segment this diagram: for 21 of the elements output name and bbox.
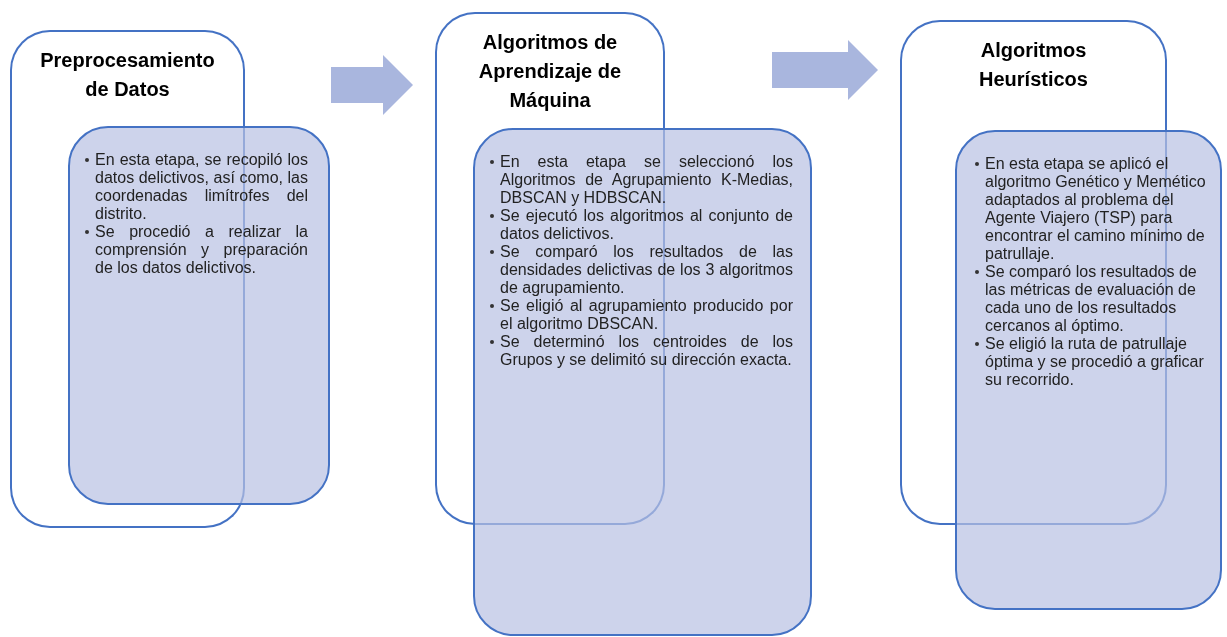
description-box xyxy=(473,128,812,636)
bullet-text: En esta etapa, se recopiló los datos delictivos, así como, las coordenadas limítrofes del distrito. xyxy=(95,151,308,223)
description-box xyxy=(68,126,330,505)
stage-box xyxy=(10,30,245,126)
bullet-text: Se comparó los resultados de las métricas de evaluación de cada uno de los resultados cercanos al óptimo. xyxy=(985,263,1198,335)
block-arrow xyxy=(331,55,413,115)
stage-title: Algoritmos de Aprendizaje de Máquina xyxy=(477,30,623,113)
bullet-text: Se eligió la ruta de patrullaje óptima y se procedió a graficar su recorrido. xyxy=(985,335,1205,389)
stage-box xyxy=(435,12,665,128)
stage-title: Preprocesamiento de Datos xyxy=(39,48,216,102)
bullet-text: Se eligió al agrupamiento producido por el algoritmo DBSCAN. xyxy=(500,297,793,333)
stage-box xyxy=(900,20,1167,130)
bullet-text: En esta etapa se aplicó el algoritmo Genético y Memético adaptados al problema del Agente Viajero (TSP) para encontrar el camino mínimo de patrullaje. xyxy=(985,155,1206,263)
bullet-text: En esta etapa se seleccionó los Algoritmos de Agrupamiento K-Medias, DBSCAN y HDBSCAN. xyxy=(500,153,793,207)
bullet-text: Se procedió a realizar la comprensión y preparación de los datos delictivos. xyxy=(95,223,308,277)
bullet-text: Se determinó los centroides de los Grupos y se delimitó su dirección exacta. xyxy=(500,333,793,369)
bullet-text: Se comparó los resultados de las densidades delictivas de los 3 algoritmos de agrupamiento. xyxy=(500,243,793,297)
description-box xyxy=(955,130,1222,610)
block-arrow xyxy=(772,40,878,100)
bullet-text: Se ejecutó los algoritmos al conjunto de datos delictivos. xyxy=(500,207,793,243)
stage-title: Algoritmos Heurísticos xyxy=(978,38,1089,92)
